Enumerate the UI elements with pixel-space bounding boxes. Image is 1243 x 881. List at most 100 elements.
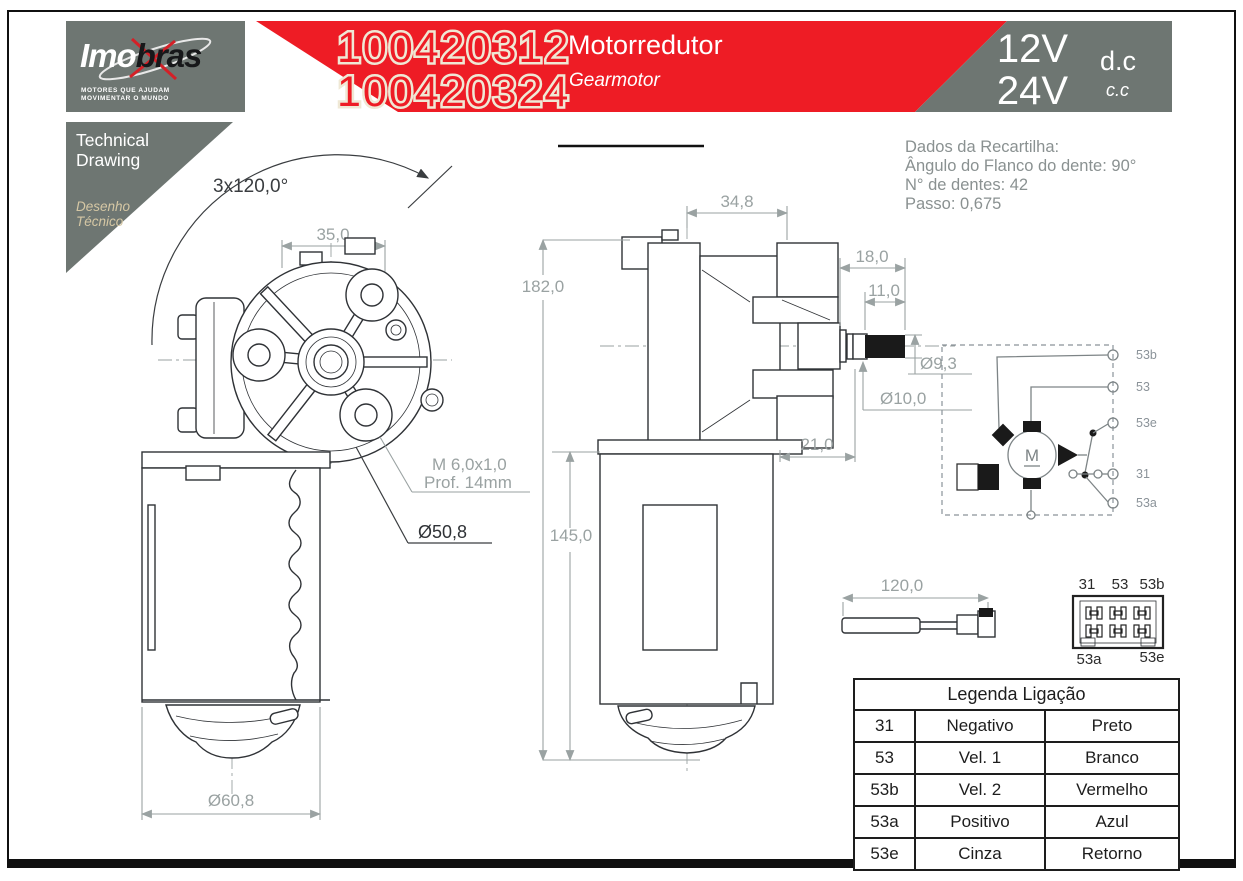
legend-function: Vel. 2 (914, 773, 1046, 807)
terminal-label-31: 31 (1136, 467, 1150, 481)
gearbox-side (621, 229, 905, 454)
motor-label: M (1025, 446, 1039, 465)
front-view: 3x120,0° 35,0 (140, 154, 530, 820)
drive-arrow (1058, 444, 1078, 466)
legend-header-row: Legenda Ligação (853, 678, 1180, 711)
dim-shaft-dia: Ø9,3 (920, 354, 957, 373)
dim-bearing-dia: Ø50,8 (418, 522, 467, 542)
motor-can-side (597, 439, 803, 754)
technical-drawing-label: Technical Drawing Desenho Técnico (66, 122, 233, 273)
header-banner: 100420312 100420324 Motorredutor Gearmot… (256, 21, 1172, 119)
cable-drawing: 120,0 (841, 576, 996, 638)
table-row: 53a Positivo Azul (853, 805, 1180, 839)
recartilha-line1: Ângulo do Flanco do dente: 90° (905, 156, 1136, 175)
terminal-label-53b: 53b (1136, 348, 1157, 362)
pin-slots (1085, 606, 1151, 638)
legend-table: Legenda Ligação 31 Negativo Preto 53 Vel… (853, 678, 1180, 871)
dim-thread-len: 11,0 (868, 281, 900, 300)
dim-body-height: 145,0 (550, 526, 593, 545)
polarity-box-black (978, 464, 999, 490)
label-triangle (66, 122, 233, 273)
brand-tagline-line1: MOTORES QUE AJUDAM (81, 87, 170, 94)
legend-title: Legenda Ligação (853, 678, 1180, 711)
legend-function: Negativo (914, 709, 1046, 743)
product-name-en: Gearmotor (569, 70, 660, 91)
dim-cable-length: 120,0 (881, 576, 924, 595)
dim-thread-depth: Prof. 14mm (424, 473, 512, 492)
mounting-bosses (232, 268, 444, 442)
pin-label-53: 53 (1112, 576, 1129, 593)
brush-top (1023, 421, 1041, 432)
brush-bottom (1023, 478, 1041, 489)
current-type-dc: d.c (1100, 46, 1136, 76)
voltage-24v: 24V (997, 69, 1068, 113)
product-name: Motorredutor (568, 30, 723, 60)
brand-wordmark: Imobras (80, 37, 203, 75)
terminal-label-53a: 53a (1136, 496, 1157, 510)
table-row: 53b Vel. 2 Vermelho (853, 773, 1180, 807)
legend-color: Retorno (1044, 837, 1180, 871)
pin-label-31: 31 (1079, 576, 1096, 593)
logo-swirl (98, 37, 212, 81)
terminals (1107, 349, 1119, 509)
tech-label-pt1: Desenho (76, 199, 131, 214)
page-border (7, 10, 1236, 868)
dim-shaft-offset: 21,0 (800, 435, 833, 454)
dim-width-top: 35,0 (316, 225, 349, 244)
voltage-12v: 12V (997, 27, 1068, 71)
current-type-cc: c.c (1106, 80, 1129, 100)
tech-label-en1: Technical (76, 130, 149, 150)
legend-color: Branco (1044, 741, 1180, 775)
dim-shaft-ext: 18,0 (855, 247, 888, 266)
legend-terminal: 53b (853, 773, 916, 807)
dim-body-dia: Ø60,8 (208, 791, 254, 810)
dim-angle: 3x120,0° (213, 176, 288, 197)
wiring-diagram: M 53b 53 53e 31 53a (941, 344, 1157, 520)
side-view: 34,8 182,0 145,0 18,0 11,0 Ø9,3 Ø10,0 (522, 192, 972, 772)
legend-terminal: 31 (853, 709, 916, 743)
table-row: 53e Cinza Retorno (853, 837, 1180, 871)
pin-label-53b: 53b (1139, 576, 1164, 593)
brand-name-suffix: bras (135, 37, 203, 74)
brand-tagline-line2: MOVIMENTAR O MUNDO (81, 95, 169, 103)
part-number-1: 100420312 (337, 24, 570, 72)
cable-sleeve (841, 617, 921, 634)
dim-thread: M 6,0x1,0 (432, 455, 507, 474)
legend-terminal: 53a (853, 805, 916, 839)
table-row: 31 Negativo Preto (853, 709, 1180, 743)
brush-diagonal (991, 423, 1015, 447)
legend-function: Cinza (914, 837, 1046, 871)
recartilha-line2: N° de dentes: 42 (905, 176, 1028, 194)
recartilha-notes: Dados da Recartilha: Ângulo do Flanco do… (905, 138, 1136, 213)
legend-color: Vermelho (1044, 773, 1180, 807)
part-number-2: 100420324 (337, 68, 570, 116)
recartilha-title: Dados da Recartilha: (905, 138, 1059, 156)
motor-can-front (141, 451, 331, 759)
polarity-box-white (956, 463, 979, 491)
brand-tagline: MOTORES QUE AJUDAM MOVIMENTAR O MUNDO (81, 87, 170, 104)
tech-label-en2: Drawing (76, 150, 140, 170)
brand-logo-box: Imobras MOTORES QUE AJUDAM MOVIMENTAR O … (66, 21, 245, 112)
legend-color: Azul (1044, 805, 1180, 839)
connector-pinout: 31 53 53b 53a 53e (1071, 576, 1165, 668)
recartilha-line3: Passo: 0,675 (905, 195, 1001, 213)
tech-label-pt2: Técnico (76, 214, 124, 229)
pin-label-53e: 53e (1139, 649, 1164, 666)
legend-terminal: 53 (853, 741, 916, 775)
threaded-shaft (865, 335, 905, 358)
table-row: 53 Vel. 1 Branco (853, 741, 1180, 775)
terminal-label-53: 53 (1136, 380, 1150, 394)
red-banner (256, 21, 1007, 112)
brand-name-prefix: Imo (80, 37, 137, 74)
legend-function: Positivo (914, 805, 1046, 839)
brand-logo: Imobras (80, 35, 230, 81)
legend-color: Preto (1044, 709, 1180, 743)
dim-bush-dia: Ø10,0 (880, 389, 926, 408)
shaft-hub (297, 328, 365, 396)
voltage-box (915, 21, 1172, 112)
legend-function: Vel. 1 (914, 741, 1046, 775)
terminal-label-53e: 53e (1136, 416, 1157, 430)
legend-terminal: 53e (853, 837, 916, 871)
dim-total-height: 182,0 (522, 277, 565, 296)
